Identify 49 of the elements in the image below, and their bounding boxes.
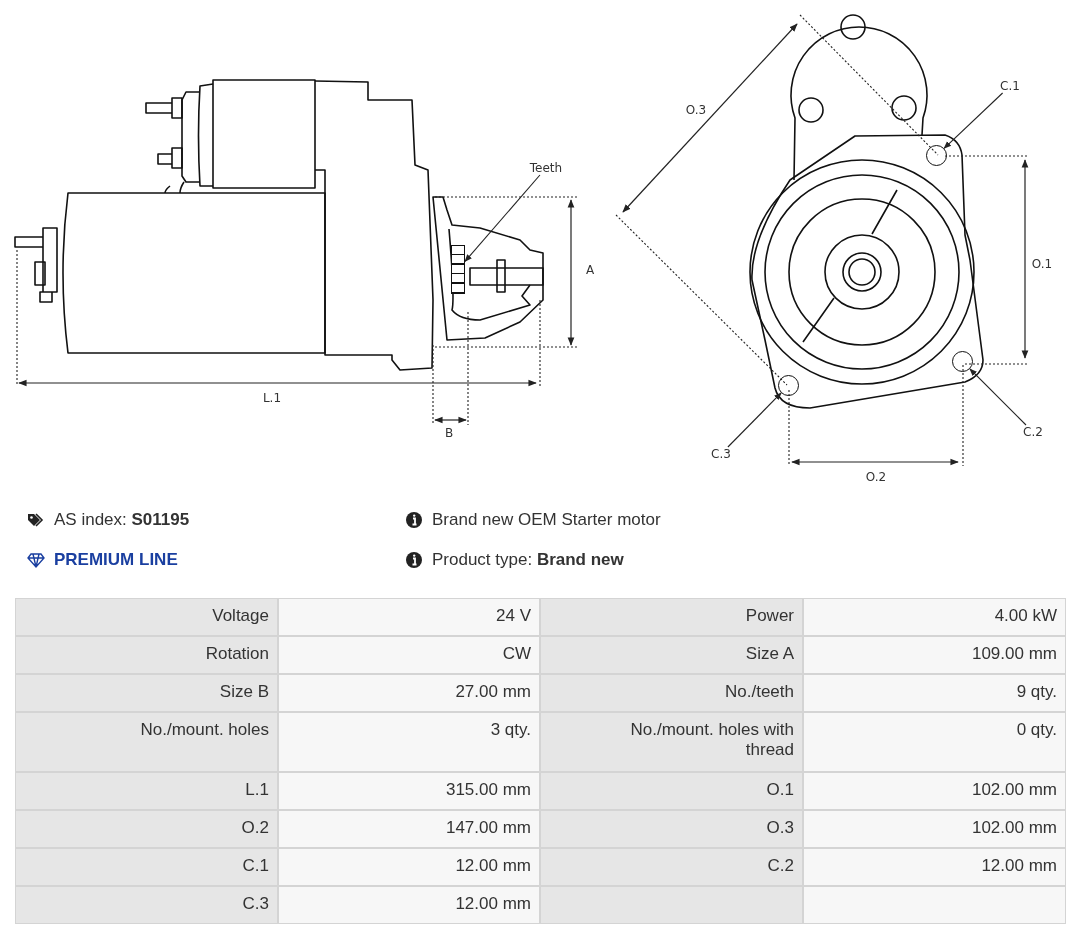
info-text: Brand new OEM Starter motor — [432, 510, 661, 530]
info-text: Product type: Brand new — [432, 550, 624, 570]
table-header-cell: No./mount. holes with thread — [540, 712, 803, 772]
table-cell: 4.00 kW — [803, 598, 1066, 636]
table-cell: 9 qty. — [803, 674, 1066, 712]
table-header-cell: C.2 — [540, 848, 803, 886]
table-header-cell: O.1 — [540, 772, 803, 810]
table-header-cell: L.1 — [15, 772, 278, 810]
leader-line — [727, 392, 782, 448]
dimension-label: O.1 — [1031, 257, 1053, 271]
table-cell: CW — [278, 636, 540, 674]
callout-label: C.1 — [1000, 79, 1020, 93]
table-header-cell: O.3 — [540, 810, 803, 848]
table-cell: 315.00 mm — [278, 772, 540, 810]
dimension-label: O.3 — [685, 103, 707, 117]
product-line-label: PREMIUM LINE — [54, 550, 178, 570]
table-cell: 24 V — [278, 598, 540, 636]
table-header-cell: No./teeth — [540, 674, 803, 712]
table-header-cell: C.3 — [15, 886, 278, 924]
callout-label: C.2 — [1023, 425, 1043, 439]
callout-label: C.3 — [711, 447, 731, 461]
pinion-teeth — [451, 245, 465, 294]
dimension-label: L.1 — [262, 391, 282, 405]
table-cell: 27.00 mm — [278, 674, 540, 712]
table-header-cell: Power — [540, 598, 803, 636]
table-cell: 102.00 mm — [803, 810, 1066, 848]
table-header-cell: C.1 — [15, 848, 278, 886]
table-header-cell: No./mount. holes — [15, 712, 278, 772]
table-header-cell: Size B — [15, 674, 278, 712]
table-cell: 109.00 mm — [803, 636, 1066, 674]
leader-line — [943, 92, 1004, 149]
table-header-cell: Voltage — [15, 598, 278, 636]
callout-label: Teeth — [529, 161, 563, 175]
table-cell: 3 qty. — [278, 712, 540, 772]
table-header-cell: Rotation — [15, 636, 278, 674]
table-cell: 0 qty. — [803, 712, 1066, 772]
dimension-label: A — [585, 263, 595, 277]
leader-line — [969, 368, 1027, 426]
info-text: AS index: S01195 — [54, 510, 190, 530]
table-cell: 102.00 mm — [803, 772, 1066, 810]
table-cell: 147.00 mm — [278, 810, 540, 848]
leader-line — [464, 174, 541, 262]
dimension-label: O.2 — [865, 470, 887, 484]
dimension-label: B — [444, 426, 454, 440]
table-header-cell: Size A — [540, 636, 803, 674]
table-header-cell: O.2 — [15, 810, 278, 848]
table-cell: 12.00 mm — [803, 848, 1066, 886]
table-cell: 12.00 mm — [278, 848, 540, 886]
table-cell: 12.00 mm — [278, 886, 540, 924]
